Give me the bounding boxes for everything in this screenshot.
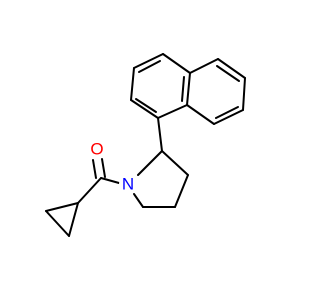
carbonyl-double-bond — [92, 159, 97, 179]
carbonyl-group — [77, 158, 120, 204]
aromatic-inner-bond — [181, 76, 185, 102]
oxygen-atom: O — [88, 140, 106, 159]
bond — [217, 58, 246, 79]
bond — [186, 104, 215, 125]
bond — [213, 109, 244, 125]
cyclopropyl-ring — [45, 202, 79, 237]
aromatic-inner-bond — [215, 106, 239, 119]
oxygen-label: O — [90, 140, 103, 159]
bond — [100, 177, 120, 184]
bond — [189, 58, 219, 74]
nitrogen-label: N — [122, 175, 134, 194]
carbonyl-double-bond — [101, 158, 106, 178]
bond — [130, 67, 135, 101]
bond — [133, 53, 164, 69]
nitrogen-atom: N — [119, 175, 137, 194]
bond — [186, 72, 191, 106]
molecule-structure-diagram: O N — [45, 53, 246, 237]
bond — [77, 177, 102, 204]
atom-label-background — [119, 175, 137, 193]
bond — [137, 150, 163, 176]
bond — [161, 150, 189, 176]
naphthalene-ring-a — [130, 53, 191, 119]
bond — [242, 77, 246, 111]
bond — [45, 210, 70, 237]
bond — [68, 202, 79, 237]
aromatic-inner-bond — [216, 65, 240, 82]
bond — [157, 104, 188, 119]
bond — [130, 99, 159, 119]
bond — [162, 53, 191, 74]
aromatic-inner-bond — [135, 98, 157, 113]
pyrrolidine-ring — [133, 150, 189, 208]
bond — [174, 174, 189, 208]
bond — [133, 193, 144, 208]
bond — [45, 202, 79, 212]
aromatic-inner-bond — [138, 60, 161, 73]
atom-label-background — [88, 140, 106, 158]
naphthalene-ring-b — [186, 58, 246, 125]
bond — [157, 117, 163, 152]
